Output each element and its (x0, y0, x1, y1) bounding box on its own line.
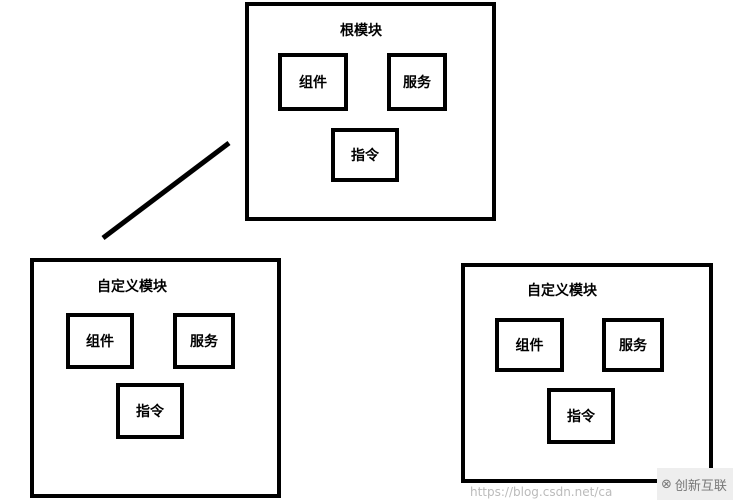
custom-module-right: 自定义模块 组件 服务 指令 (461, 263, 713, 483)
service-box: 服务 (173, 313, 235, 369)
directive-box: 指令 (547, 388, 615, 444)
watermark-url: https://blog.csdn.net/ca (470, 485, 613, 499)
custom-module-left: 自定义模块 组件 服务 指令 (30, 258, 281, 498)
logo-icon: ⊗ (661, 476, 672, 492)
custom-module-title: 自定义模块 (97, 279, 167, 295)
custom-module-title: 自定义模块 (527, 283, 597, 299)
logo-text: 创新互联 (674, 478, 727, 494)
service-box: 服务 (387, 53, 447, 111)
service-box: 服务 (602, 318, 664, 372)
watermark-logo: ⊗ 创新互联 (657, 468, 733, 500)
component-box: 组件 (495, 318, 564, 372)
root-module-title: 根模块 (340, 23, 382, 39)
connector-line (101, 141, 231, 240)
directive-box: 指令 (116, 383, 184, 439)
component-box: 组件 (278, 53, 348, 111)
component-box: 组件 (66, 313, 134, 369)
root-module: 根模块 组件 服务 指令 (245, 2, 496, 221)
directive-box: 指令 (331, 128, 399, 182)
